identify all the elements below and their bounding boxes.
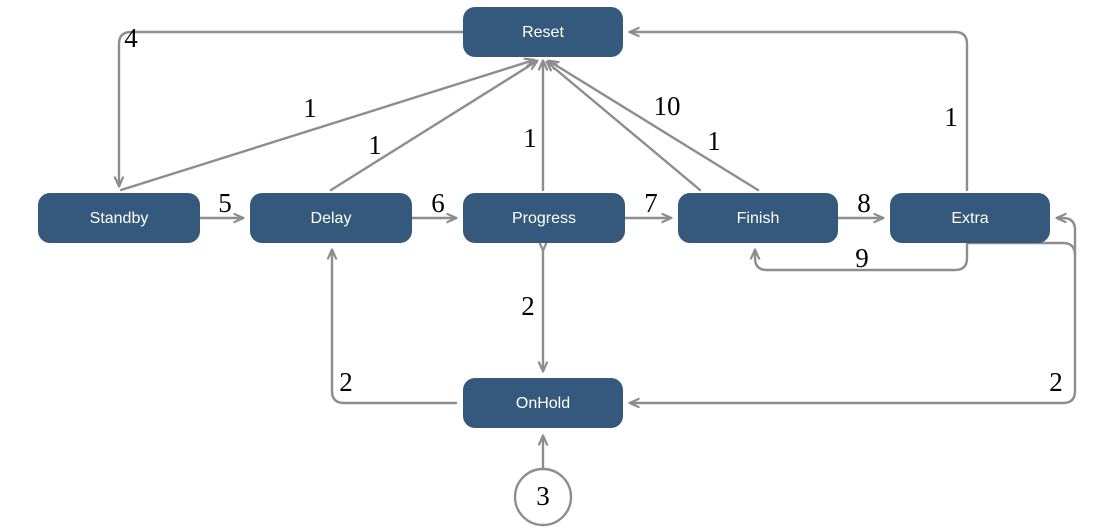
edge-label-standby-delay: 5	[218, 188, 232, 218]
edge-standby-reset[interactable]	[119, 60, 534, 192]
node-extra[interactable]: Extra	[890, 193, 1050, 243]
node-standby-label: Standby	[90, 210, 149, 227]
node-extra-label: Extra	[951, 210, 988, 227]
edge-extra-reset[interactable]	[630, 32, 969, 192]
edge-label-delay-reset: 1	[368, 130, 382, 160]
edge-label-extra-reset: 1	[944, 102, 958, 132]
edge-label-reset-standby: 4	[124, 23, 138, 53]
node-reset[interactable]: Reset	[463, 7, 623, 57]
edge-reset-standby[interactable]	[119, 30, 465, 186]
edge-label-finish-extra: 8	[857, 188, 871, 218]
node-finish[interactable]: Finish	[678, 193, 838, 243]
edge-labels-layer: 4 1 1 1 10 1 1 5 6 7 8 9 2 2 2	[124, 23, 1063, 397]
edge-extra-right-hook	[1057, 218, 1077, 257]
node-finish-box[interactable]	[678, 193, 838, 243]
node-delay-box[interactable]	[250, 193, 412, 243]
edges-layer	[119, 30, 1077, 471]
edge-label-delay-progress: 6	[431, 188, 445, 218]
node-delay[interactable]: Delay	[250, 193, 412, 243]
start-marker-circle[interactable]	[513, 467, 573, 527]
node-onhold-label: OnHold	[516, 395, 570, 412]
edge-label-finish-reset-1: 1	[707, 126, 721, 156]
edge-label-progress-onhold: 2	[521, 291, 535, 321]
start-marker[interactable]: 3	[513, 467, 573, 527]
node-standby-box[interactable]	[38, 193, 200, 243]
edge-label-extra-onhold: 2	[1049, 367, 1063, 397]
edge-label-standby-reset: 1	[303, 93, 317, 123]
node-extra-box[interactable]	[890, 193, 1050, 243]
node-standby[interactable]: Standby	[38, 193, 200, 243]
node-delay-label: Delay	[311, 210, 352, 227]
edge-extra-onhold[interactable]	[630, 241, 1077, 403]
edge-label-extra-finish: 9	[855, 243, 869, 273]
node-progress[interactable]: Progress	[463, 193, 625, 243]
edge-delay-reset[interactable]	[329, 61, 537, 192]
node-progress-box[interactable]	[463, 193, 625, 243]
node-reset-box[interactable]	[463, 7, 623, 57]
edge-label-onhold-delay: 2	[339, 367, 353, 397]
edge-finish-reset-10[interactable]	[549, 61, 760, 192]
edge-label-finish-reset-10: 10	[654, 91, 681, 121]
start-marker-label: 3	[536, 481, 550, 511]
node-onhold-box[interactable]	[463, 378, 623, 428]
node-reset-label: Reset	[522, 24, 564, 41]
edge-onhold-delay[interactable]	[332, 250, 458, 405]
edge-label-progress-finish: 7	[644, 188, 658, 218]
nodes-layer: Reset Standby Delay Progress Finish Extr	[38, 7, 1050, 527]
node-onhold[interactable]: OnHold	[463, 378, 623, 428]
edge-finish-reset-1[interactable]	[547, 62, 702, 192]
edge-extra-finish[interactable]	[755, 241, 969, 272]
node-progress-label: Progress	[512, 210, 576, 227]
node-finish-label: Finish	[737, 210, 780, 227]
edge-label-progress-reset: 1	[523, 123, 537, 153]
